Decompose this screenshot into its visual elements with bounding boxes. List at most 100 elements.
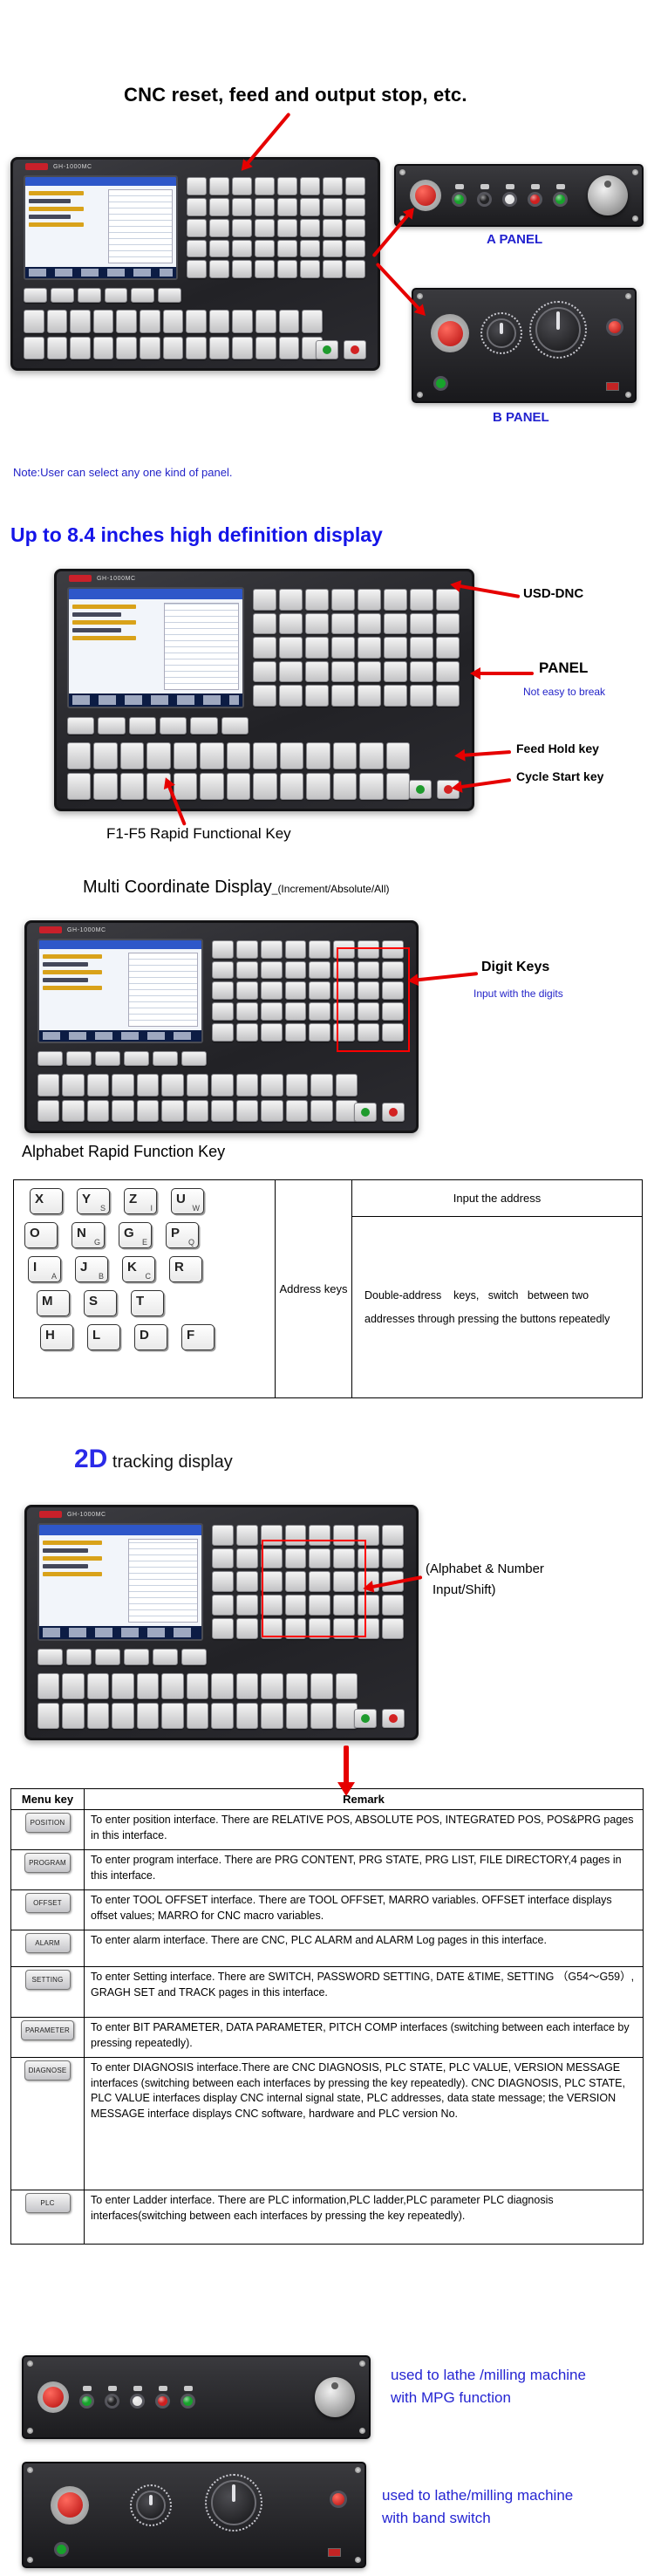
highlight-box-alpha-keys: [262, 1540, 366, 1637]
screen-line: [29, 191, 84, 196]
controller-key: [232, 177, 253, 195]
controller-top: [24, 175, 367, 281]
edit-key: [279, 742, 304, 770]
red-dot: [351, 345, 360, 355]
edit-key: [37, 1672, 60, 1699]
screen-text-lines: [43, 953, 125, 1027]
hero-title: CNC reset, feed and output stop, etc.: [124, 84, 467, 106]
digit-keys-label: Digit Keys: [481, 960, 550, 974]
menu-key-cell: POSITION: [10, 1809, 85, 1850]
controller-screen: [37, 939, 203, 1043]
edit-key: [261, 1702, 283, 1730]
f-key: [181, 1648, 208, 1665]
edit-key: [279, 773, 304, 800]
brand-text: GH-1000MC: [97, 575, 136, 582]
address-key: L: [87, 1324, 120, 1350]
controller-key: [358, 637, 382, 659]
address-key-sub: E: [141, 1238, 147, 1247]
edit-key: [255, 310, 276, 333]
edit-key: [186, 1702, 209, 1730]
controller-key: [284, 1595, 307, 1616]
screen-line: [43, 1563, 88, 1568]
edit-key: [139, 310, 160, 333]
controller-brand: GH-1000MC: [39, 926, 106, 933]
menu-key-button: POSITION: [24, 1813, 71, 1833]
controller-key: [284, 1617, 307, 1639]
screen-body: [39, 1534, 201, 1627]
menu-key-button: SETTING: [24, 1970, 71, 1990]
controller-key: [300, 218, 321, 237]
edit-key-rows: [37, 1074, 405, 1123]
f-key: [66, 1050, 92, 1066]
button-cap: [130, 2394, 145, 2409]
edit-key: [253, 773, 277, 800]
controller-key: [358, 1002, 380, 1021]
controller-key: [255, 218, 276, 237]
f-key: [158, 287, 182, 303]
edit-key: [86, 1672, 110, 1699]
green-button: [54, 2542, 70, 2558]
f-key: [98, 717, 126, 735]
band-switch-panel-photo: [22, 2462, 366, 2568]
controller-key: [309, 981, 331, 1001]
screw: [27, 2428, 33, 2434]
band-switch-knob: [130, 2484, 173, 2526]
controller-screen: [24, 175, 179, 281]
controller-key: [255, 239, 276, 258]
address-key-main: D: [140, 1328, 149, 1343]
address-key: X: [30, 1188, 63, 1214]
address-key-main: Y: [82, 1192, 92, 1206]
red-dot: [388, 1714, 398, 1724]
menu-table-row: SETTING To enter Setting interface. There…: [10, 1966, 644, 2018]
screen-table: [127, 953, 198, 1027]
controller-key: [410, 589, 434, 611]
brand-badge: [39, 1511, 62, 1518]
f-key: [128, 717, 156, 735]
edit-key-row: [37, 1702, 358, 1730]
f-key: [190, 717, 218, 735]
menu-key-button: PLC: [24, 2193, 71, 2213]
controller-key: [333, 981, 356, 1001]
fkey-row: [67, 717, 249, 735]
controller-key: [260, 1595, 283, 1616]
cnc-controller-photo-4: GH-1000MC: [24, 1505, 419, 1740]
controller-key: [309, 1022, 331, 1042]
menu-remark: To enter Setting interface. There are SW…: [84, 1966, 644, 2018]
controller-key: [323, 177, 344, 195]
round-button: [477, 184, 492, 207]
edit-key: [67, 742, 92, 770]
controller-key: [358, 1548, 380, 1569]
controller-key: [284, 960, 307, 980]
band-caption: used to lathe/milling machine with band …: [382, 2484, 573, 2531]
controller-key: [358, 660, 382, 683]
menu-remark: To enter position interface. There are R…: [84, 1809, 644, 1850]
screen-line: [43, 970, 102, 975]
edit-key: [37, 1702, 60, 1730]
red-dot: [388, 1108, 398, 1117]
panel-buttons: [79, 2386, 195, 2409]
menu-key-cell: PROGRAM: [10, 1849, 85, 1890]
controller-key: [235, 1525, 258, 1546]
address-keys-title: Address keys: [275, 1179, 352, 1398]
address-key: T: [131, 1290, 164, 1316]
display-heading: Up to 8.4 inches high definition display: [10, 523, 383, 546]
button-icon: [480, 184, 489, 189]
controller-key: [309, 1595, 331, 1616]
screen-line: [72, 628, 121, 633]
cycle-feed-keys: [316, 340, 367, 360]
screen-softkeys: [69, 694, 243, 707]
controller-key: [333, 1002, 356, 1021]
edit-key: [235, 1074, 259, 1097]
edit-key: [146, 742, 171, 770]
controller-key: [279, 660, 303, 683]
f-key: [153, 1050, 179, 1066]
button-cap: [105, 2394, 119, 2409]
address-key-main: R: [174, 1260, 184, 1274]
